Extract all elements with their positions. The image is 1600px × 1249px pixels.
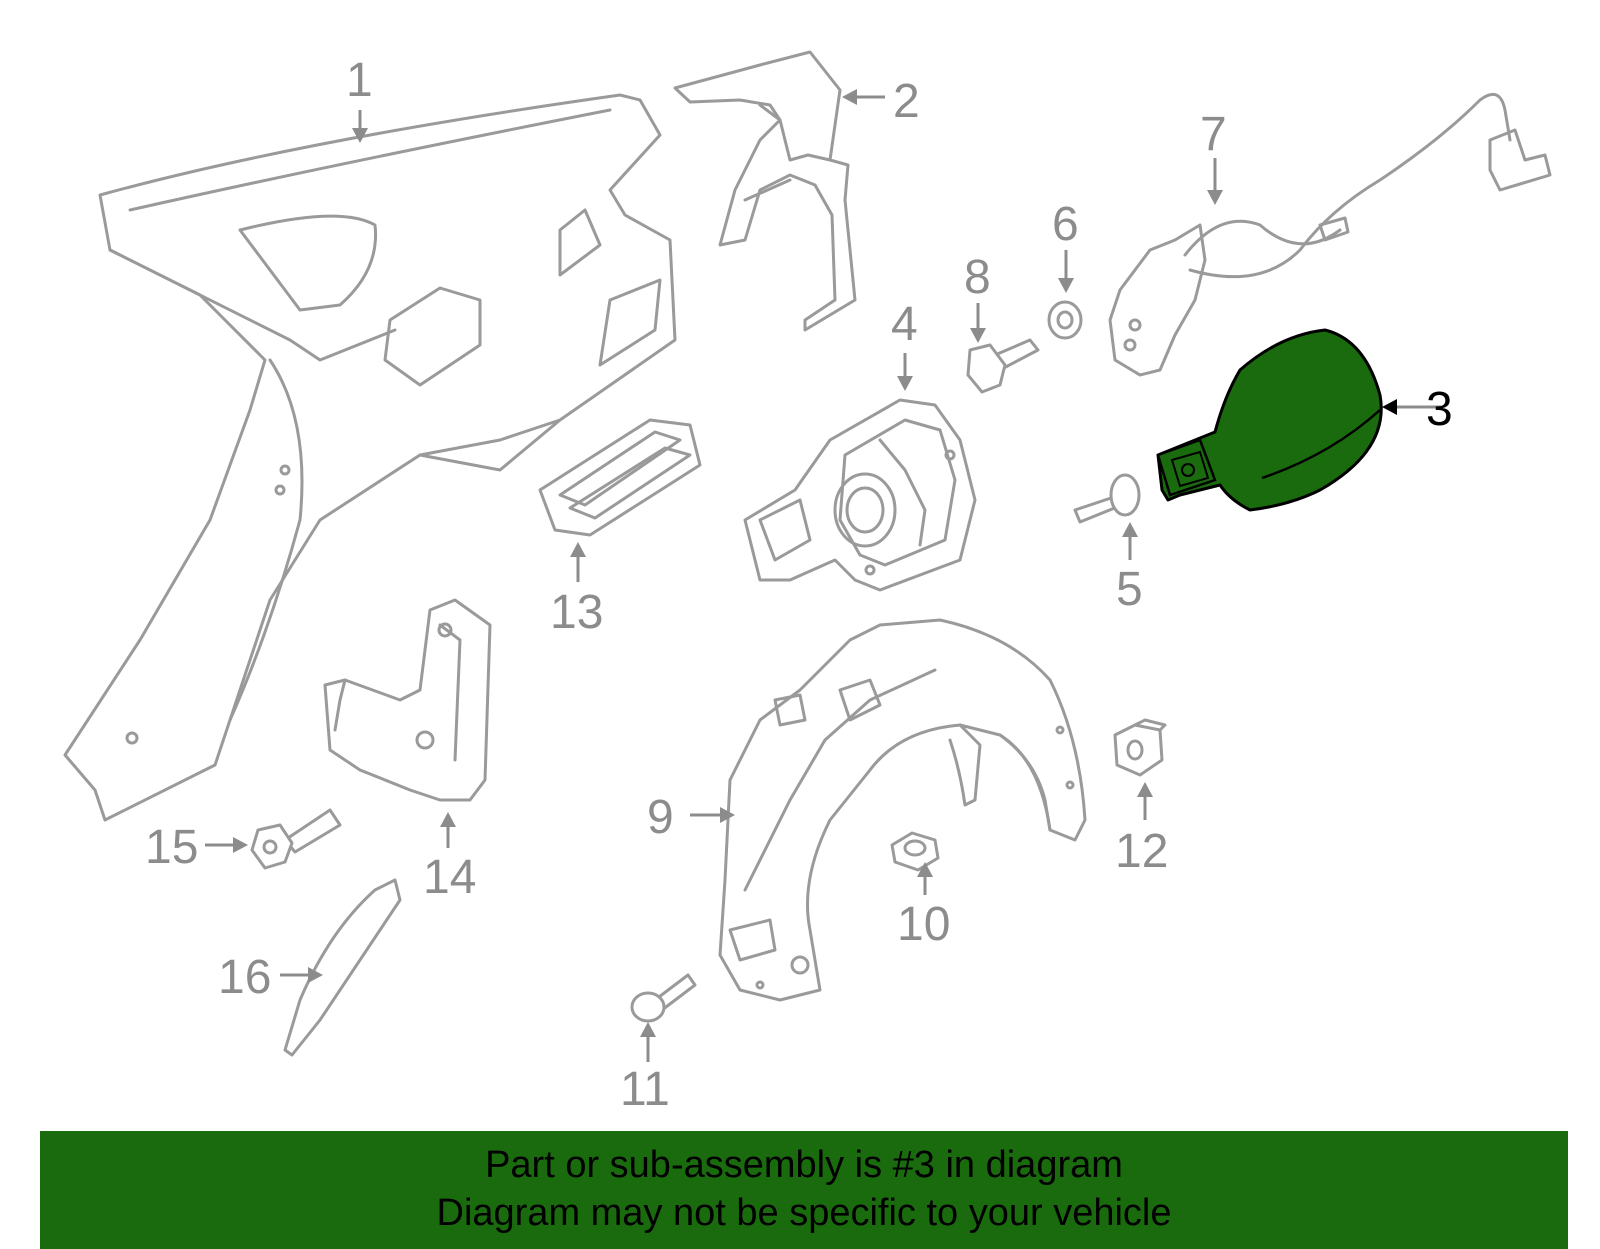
callout-5: 5	[1116, 563, 1143, 616]
part-5-push-pin	[1073, 473, 1141, 524]
callout-7: 7	[1200, 108, 1227, 161]
callout-14: 14	[423, 851, 476, 904]
callout-1: 1	[346, 54, 373, 107]
callout-9: 9	[647, 791, 674, 844]
part-3-fuel-door	[1156, 328, 1383, 512]
callout-10: 10	[897, 898, 950, 951]
callout-15: 15	[145, 821, 198, 874]
part-15-screw	[250, 808, 342, 870]
callout-8: 8	[964, 251, 991, 304]
banner-line-part: Part or sub-assembly is #3 in diagram	[485, 1144, 1123, 1186]
callout-12: 12	[1115, 825, 1168, 878]
callout-13: 13	[550, 586, 603, 639]
part-8-bolt	[966, 338, 1040, 394]
callout-3: 3	[1426, 383, 1453, 436]
part-14-mud-guard	[323, 598, 492, 802]
part-4-filler-housing	[743, 398, 977, 592]
callout-4: 4	[891, 298, 918, 351]
part-7-release-cable	[1108, 92, 1552, 377]
part-10-nut	[890, 831, 940, 872]
callout-2: 2	[893, 75, 920, 128]
callout-6: 6	[1052, 198, 1079, 251]
part-6-washer	[1047, 300, 1083, 340]
callout-16: 16	[218, 951, 271, 1004]
leader-lines	[205, 89, 1441, 1062]
disclaimer-banner: Part or sub-assembly is #3 in diagram Di…	[40, 1131, 1568, 1249]
callout-11: 11	[620, 1063, 670, 1116]
part-13-filler-plate	[538, 418, 702, 537]
part-2-bracket	[673, 50, 857, 332]
part-1-quarter-panel	[63, 93, 677, 822]
part-16-trim	[283, 878, 402, 1057]
part-9-wheelhouse-liner	[718, 618, 1087, 1002]
part-12-clip	[1113, 718, 1167, 777]
banner-line-disclaimer: Diagram may not be specific to your vehi…	[436, 1192, 1172, 1234]
part-11-push-pin	[630, 973, 697, 1023]
